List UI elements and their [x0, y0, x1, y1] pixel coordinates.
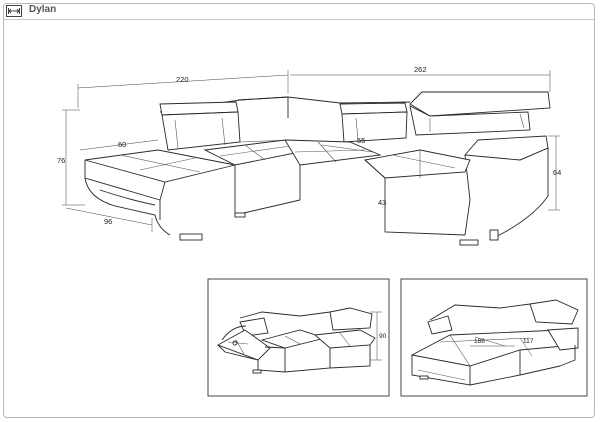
dim-inset-height: 90	[379, 333, 387, 340]
dim-chaise-depth: 96	[104, 217, 112, 226]
dim-seat-height: 43	[378, 198, 386, 207]
dim-bed-width: 186	[474, 338, 485, 345]
inset-storage-view: 90	[207, 278, 390, 397]
dim-width-left: 220	[176, 75, 189, 84]
sofa-main-view	[84, 91, 551, 246]
header-divider	[3, 19, 595, 20]
dim-seat-depth: 60	[118, 140, 126, 149]
product-title: Dylan	[29, 4, 57, 15]
inset-bed-view: 186 117	[400, 278, 588, 397]
dim-height-right: 64	[553, 168, 561, 177]
dim-back-depth: 55	[357, 136, 365, 145]
main-dimensions: 220 262 60 55 76 64 43 96	[57, 65, 561, 232]
dim-width-right: 262	[414, 65, 427, 74]
width-arrows-icon	[6, 5, 22, 17]
diagram-frame	[3, 3, 595, 418]
dim-bed-length: 117	[523, 338, 534, 345]
dim-height-left: 76	[57, 156, 65, 165]
